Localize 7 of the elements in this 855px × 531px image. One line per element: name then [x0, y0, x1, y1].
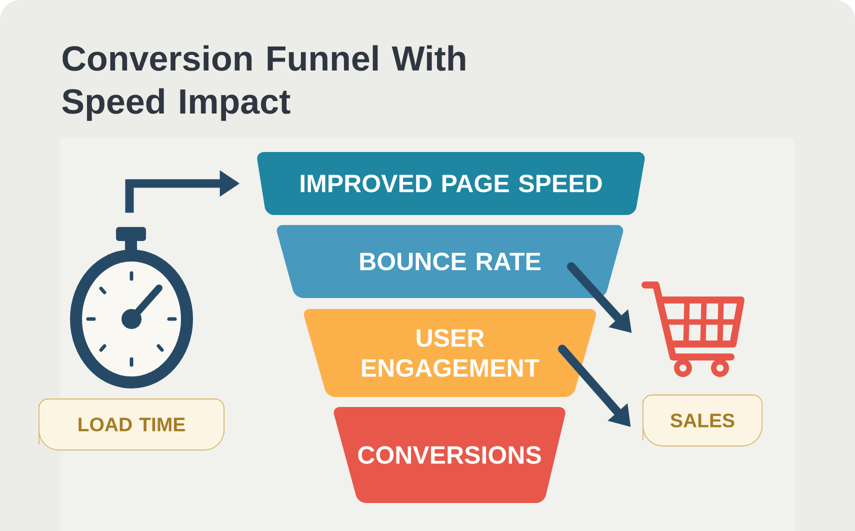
label-box: LOAD TIME: [38, 398, 224, 450]
label-box: SALES: [642, 394, 762, 446]
stopwatch-icon: [70, 227, 193, 388]
title: Conversion Funnel With Speed Impact: [62, 45, 466, 121]
funnel-band: IMPROVED PAGE SPEED: [257, 152, 645, 215]
cart-icon: [642, 282, 744, 377]
funnel-band: BOUNCE RATE: [276, 225, 624, 298]
